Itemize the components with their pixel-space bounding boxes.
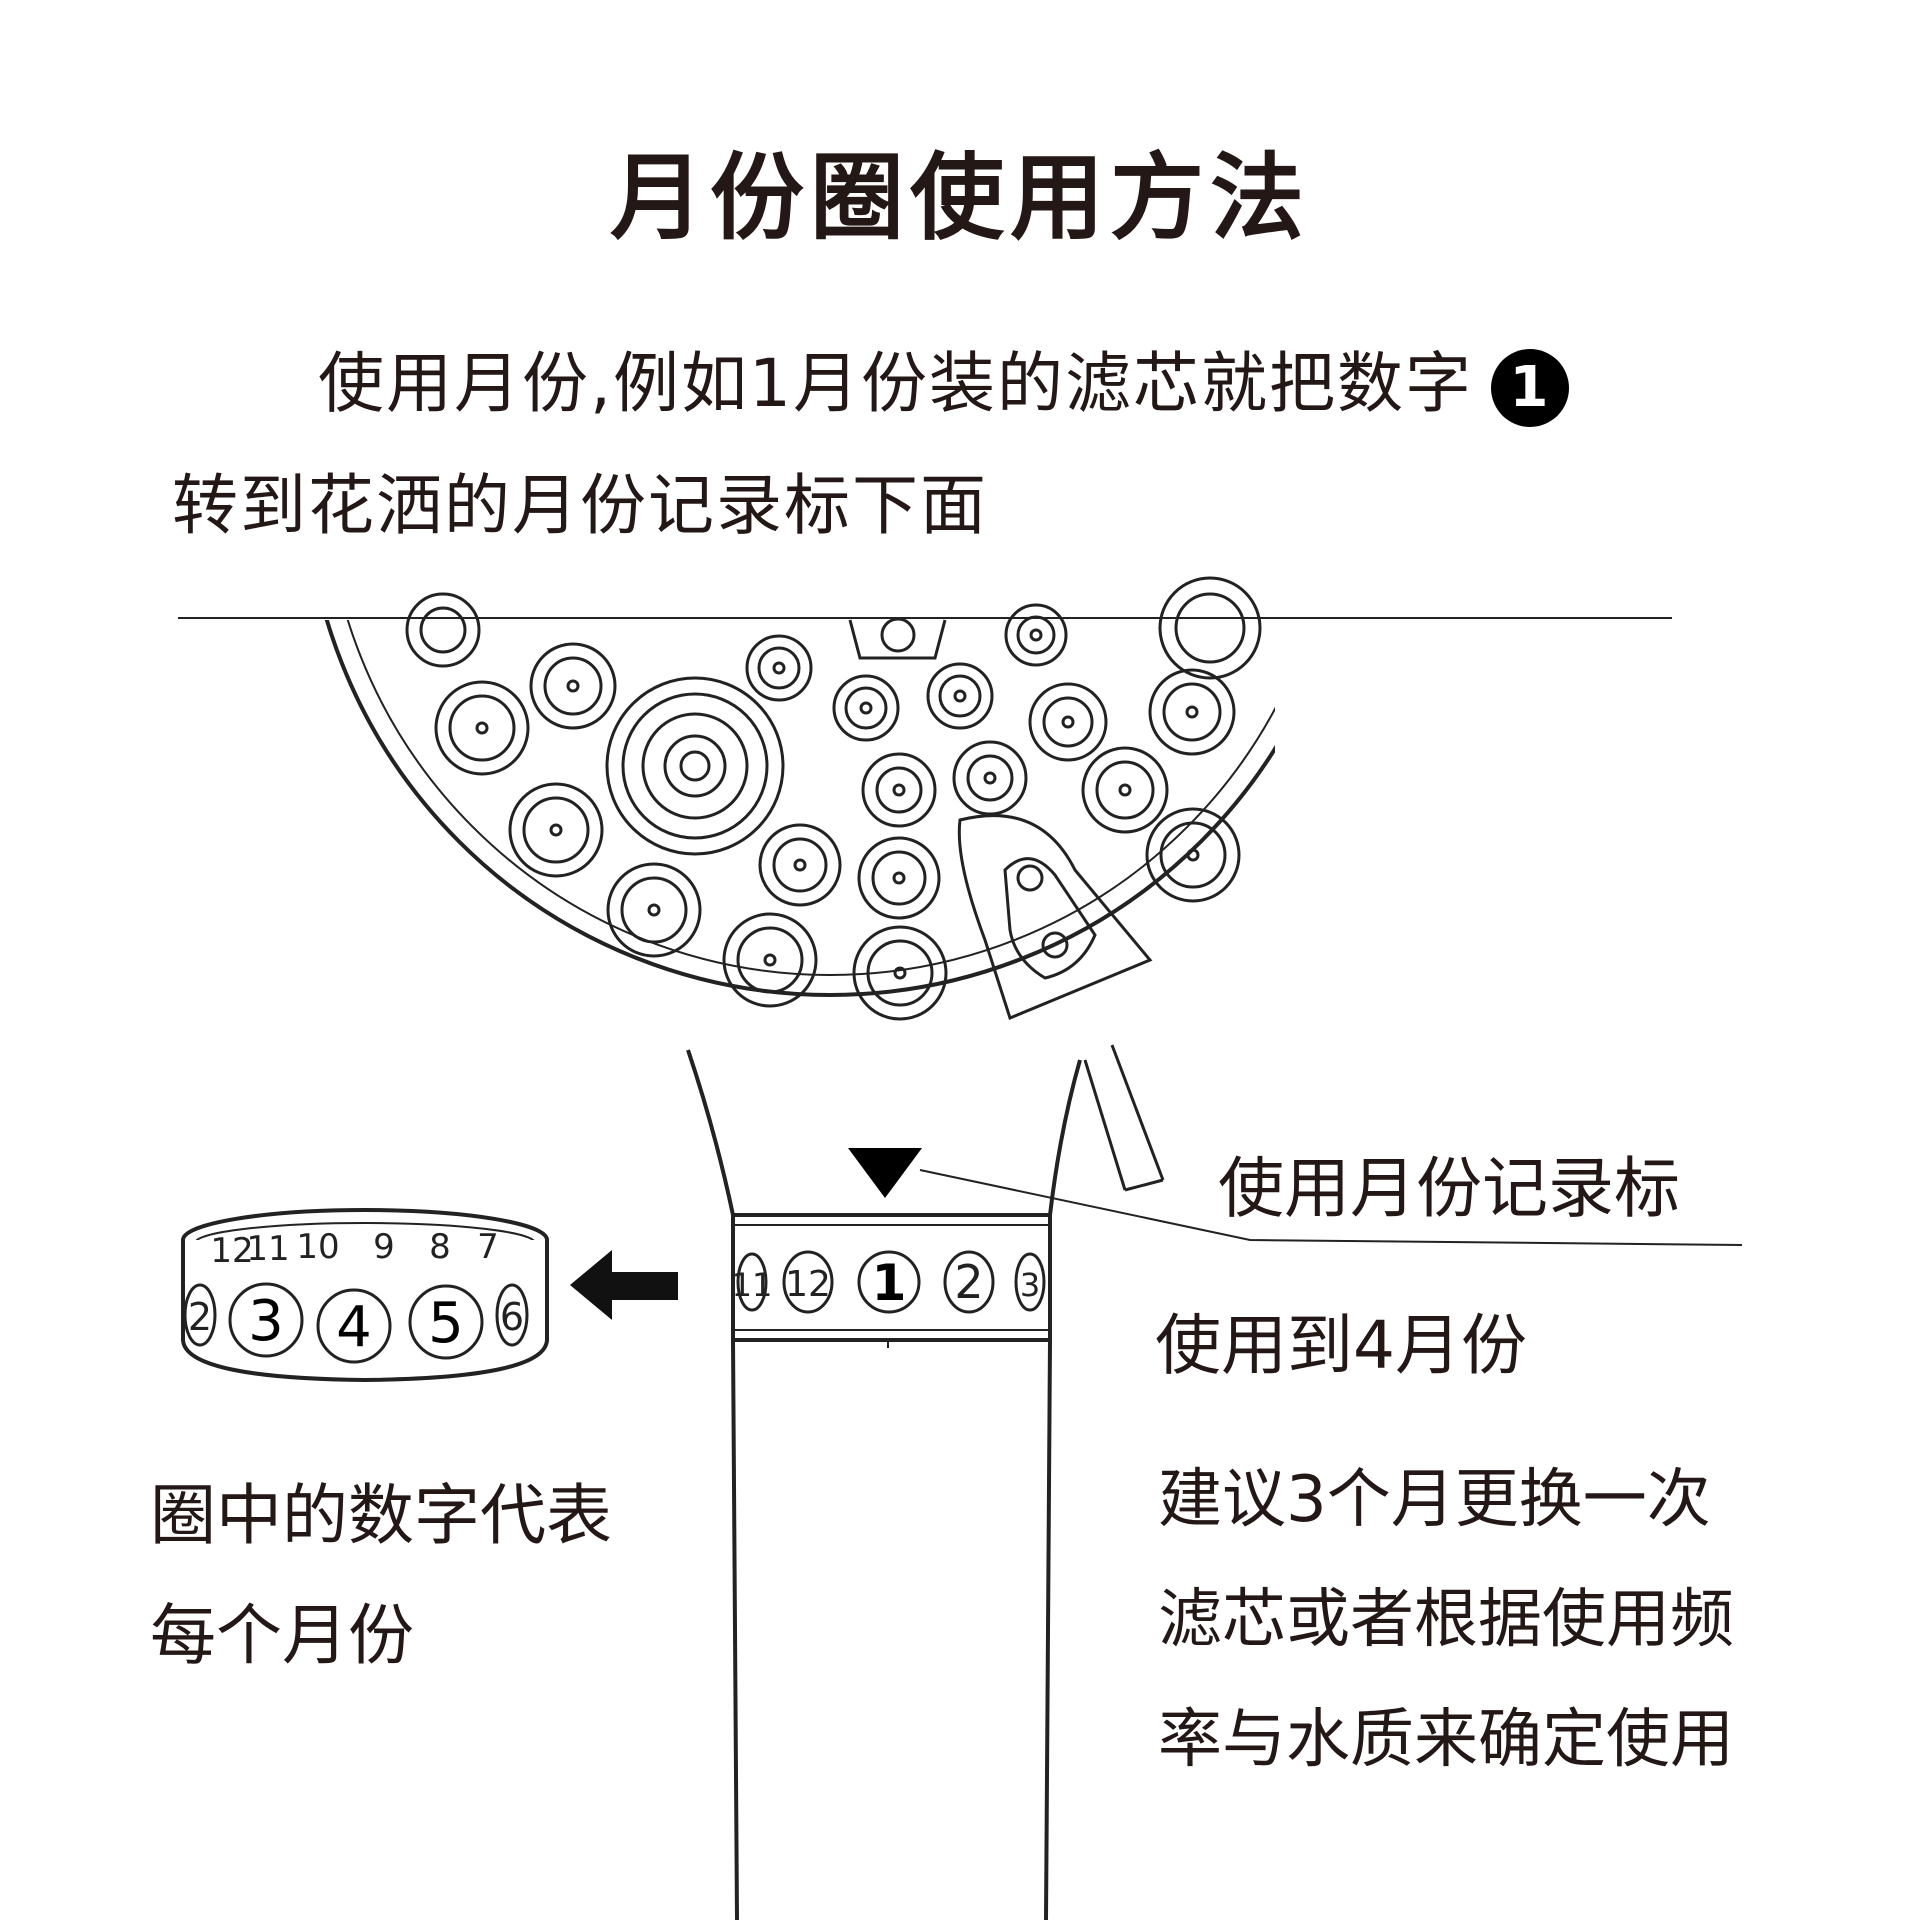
nozzle [1148, 668, 1236, 756]
teardrop-outlet [957, 814, 1153, 1021]
loose-month-ring: 12 11 10 9 8 7 2 3 4 5 6 [181, 1208, 549, 1383]
nozzle [722, 912, 818, 1008]
ring-note-line-2: 每个月份 [150, 1597, 414, 1674]
nozzle [852, 925, 948, 1021]
recommendation-line-3: 率与水质来确定使用 [1158, 1703, 1734, 1777]
leader-line [919, 1169, 1743, 1246]
back-num: 9 [373, 1227, 395, 1267]
page-title: 月份圈使用方法 [609, 144, 1310, 253]
center-cluster [605, 676, 785, 856]
ring-num: 2 [954, 1255, 983, 1309]
ring-num: 3 [1020, 1266, 1040, 1304]
handle-neck-right [1048, 1059, 1082, 1216]
handle-shaft-right [1044, 1339, 1052, 1920]
ring-num: 12 [785, 1264, 831, 1305]
front-num: 5 [428, 1291, 464, 1356]
ring-note-line-1: 圈中的数字代表 [150, 1477, 612, 1554]
handle-neck-left [686, 1049, 735, 1216]
nozzle [1004, 603, 1068, 667]
nozzles [405, 576, 1262, 1021]
nozzle [861, 752, 937, 828]
nozzle [606, 862, 702, 958]
nozzle [1028, 682, 1108, 762]
month-marker-label: 使用月份记录标 [1218, 1150, 1680, 1227]
nozzle [832, 674, 900, 742]
nozzle [434, 680, 530, 776]
front-num: 2 [188, 1295, 212, 1339]
handle-shaft-left [731, 1339, 739, 1920]
handle-month-ring: 11 12 1 2 3 [731, 1213, 1052, 1342]
ring-num-current: 1 [872, 1254, 907, 1312]
recommendation-line-1: 建议3个月更换一次 [1158, 1463, 1711, 1537]
month-1-badge: 1 [1490, 348, 1569, 427]
nozzle [745, 634, 813, 702]
nozzle [529, 642, 617, 730]
back-num: 11 [246, 1229, 289, 1269]
recommendation-line-2: 滤芯或者根据使用频 [1158, 1583, 1734, 1657]
nozzle [508, 782, 604, 878]
top-piece [848, 617, 947, 660]
left-arrow [570, 1250, 678, 1320]
shower-head [324, 576, 1275, 1192]
back-num: 8 [429, 1227, 451, 1267]
back-num: 7 [477, 1227, 499, 1267]
back-num: 10 [296, 1227, 339, 1267]
nozzle [1145, 807, 1241, 903]
intro-line-2: 转到花洒的月份记录标下面 [172, 467, 988, 544]
back-num: 12 [210, 1231, 253, 1271]
nozzle [758, 823, 842, 907]
nozzle [857, 836, 941, 920]
nozzle [952, 740, 1028, 816]
ring-num: 11 [732, 1266, 773, 1304]
current-month-label: 使用到4月份 [1155, 1307, 1527, 1384]
nozzle [405, 592, 481, 668]
front-num: 3 [248, 1289, 284, 1354]
nozzle [1158, 576, 1262, 680]
month-marker-arrow [848, 1148, 922, 1198]
front-num: 4 [336, 1295, 372, 1360]
intro-text: 使用月份,例如1月份装的滤芯就把数字 [318, 345, 1473, 422]
month-marker-post [1083, 1044, 1165, 1192]
nozzle [1081, 746, 1169, 834]
nozzle [926, 662, 994, 730]
front-num: 6 [500, 1295, 524, 1339]
